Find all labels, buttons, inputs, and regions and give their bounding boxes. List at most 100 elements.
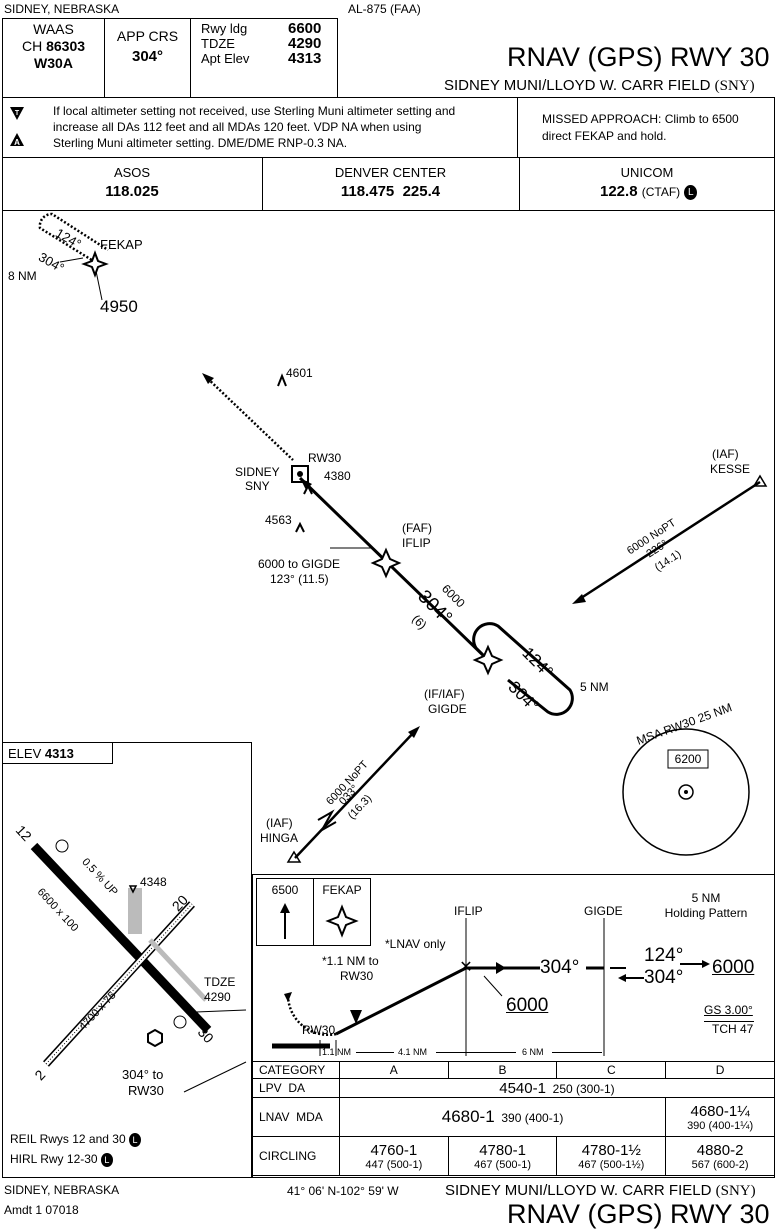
fekap-label: FEKAP bbox=[100, 237, 143, 252]
distance-1: 1.1 NM bbox=[322, 1047, 352, 1057]
glidepath bbox=[335, 966, 540, 1036]
app-crs-label: APP CRS bbox=[116, 28, 179, 44]
waypoint-icon bbox=[325, 904, 359, 938]
gigde-holding-pattern bbox=[472, 622, 574, 716]
fekap-altitude: 4950 bbox=[100, 297, 138, 316]
sidney-label: SIDNEY bbox=[235, 465, 280, 479]
lnav-label: LNAV MDA bbox=[252, 1097, 340, 1137]
if-iaf-label: (IF/IAF) bbox=[424, 687, 465, 701]
to-gigde-course: 123° (11.5) bbox=[270, 572, 329, 586]
sny-label: SNY bbox=[245, 479, 270, 493]
vdp-icon bbox=[350, 1010, 362, 1024]
waas-label: WAAS bbox=[33, 21, 74, 37]
footer-city-state: SIDNEY, NEBRASKA bbox=[4, 1183, 120, 1197]
sketch-tdze-label: TDZE bbox=[204, 975, 236, 989]
final-approach-course bbox=[298, 476, 490, 662]
asos-freq: 118.025 bbox=[105, 183, 159, 200]
lnav-minimums-d: 4680-1¼ 390 (400-1¼) bbox=[665, 1097, 775, 1137]
lnav-minimums-abc: 4680-1 390 (400-1) bbox=[338, 1097, 667, 1137]
profile-course-304-b: 304° bbox=[644, 967, 684, 988]
iflip-waypoint-icon bbox=[370, 547, 402, 579]
rwy-ldg-value: 6600 bbox=[288, 20, 322, 37]
obstacle-4563: 4563 bbox=[265, 513, 292, 527]
distance-2: 4.1 NM bbox=[398, 1047, 428, 1057]
profile-course-304: 304° bbox=[540, 957, 580, 978]
airport-name: SIDNEY MUNI/LLOYD W. CARR FIELD (SNY) bbox=[444, 77, 755, 94]
minimums-table: CATEGORY A B C D LPV DA 4540-1 250 (300-… bbox=[252, 1061, 776, 1176]
kesse-iaf-label: (IAF) bbox=[712, 447, 739, 461]
apt-elev-label: Apt Elev bbox=[201, 51, 250, 66]
lpv-label: LPV DA bbox=[252, 1078, 340, 1098]
profile-altitude-iflip: 6000 bbox=[506, 995, 549, 1016]
unicom-freq: 122.8 (CTAF) L bbox=[600, 184, 698, 200]
rwy-ldg-label: Rwy ldg bbox=[201, 21, 248, 36]
hinga-iaf-icon bbox=[286, 850, 302, 863]
profile-rw30-b: RW30 bbox=[302, 1023, 336, 1037]
takeoff-minimums-icon: T bbox=[10, 107, 24, 120]
obstacle-icon bbox=[277, 373, 287, 387]
lpv-row: LPV DA 4540-1 250 (300-1) bbox=[252, 1078, 776, 1098]
missed-approach-2: direct FEKAP and hold. bbox=[542, 129, 667, 143]
footer-title: RNAV (GPS) RWY 30 bbox=[507, 1199, 770, 1229]
apt-elev-value: 4313 bbox=[288, 50, 322, 67]
gigde-waypoint-icon bbox=[472, 644, 504, 676]
rw30-label: RW30 bbox=[308, 451, 342, 465]
kesse-iaf-icon bbox=[752, 474, 768, 487]
missed-altitude: 6500 bbox=[271, 883, 299, 897]
alternate-minimums-icon: A bbox=[10, 133, 24, 147]
fekap-hold-leg: 8 NM bbox=[8, 269, 37, 283]
msa-center-icon bbox=[678, 784, 694, 800]
header-city-state: SIDNEY, NEBRASKA bbox=[4, 2, 120, 16]
svg-text:✕: ✕ bbox=[459, 959, 472, 976]
svg-text:A: A bbox=[14, 138, 20, 147]
reil-note: REIL Rwys 12 and 30 L bbox=[10, 1133, 141, 1147]
svg-text:T: T bbox=[15, 110, 20, 117]
lpv-minimums: 4540-1 250 (300-1) bbox=[338, 1078, 776, 1098]
faf-label: (FAF) bbox=[402, 521, 432, 535]
to-rw30-label: 304° to bbox=[122, 1067, 164, 1082]
airport-beacon-icon bbox=[147, 1028, 163, 1048]
gigde-hold-leg: 5 NM bbox=[580, 680, 609, 694]
waas-box: WAAS CH 86303 W30A bbox=[2, 18, 105, 98]
profile-frame bbox=[252, 874, 775, 1178]
center-label: DENVER CENTER bbox=[334, 165, 447, 180]
profile-rw30-a: RW30 bbox=[340, 969, 374, 983]
to-rw30-label-b: RW30 bbox=[128, 1083, 164, 1098]
center-freq: 118.475 225.4 bbox=[340, 183, 441, 200]
footer-amendment: Amdt 1 07018 bbox=[4, 1203, 79, 1217]
elev-box: ELEV 4313 bbox=[2, 742, 113, 764]
missed-icon-box-1: 6500 bbox=[256, 878, 314, 946]
note-line-1: If local altimeter setting not received,… bbox=[53, 104, 456, 118]
airport-sketch-frame bbox=[2, 742, 252, 1178]
pilot-controlled-lighting-icon: L bbox=[100, 1153, 113, 1167]
obstacle-icon bbox=[295, 521, 305, 533]
runway-data-box: Rwy ldg 6600 TDZE 4290 Apt Elev 4313 bbox=[190, 18, 338, 98]
unicom-label: UNICOM bbox=[620, 165, 674, 180]
pilot-controlled-lighting-icon: L bbox=[684, 184, 698, 200]
kesse-transition bbox=[577, 480, 761, 602]
obstacle-4601: 4601 bbox=[286, 366, 313, 380]
hinga-iaf-label: (IAF) bbox=[266, 816, 293, 830]
fekap-waypoint-icon bbox=[81, 250, 109, 278]
tdze-label: TDZE bbox=[201, 36, 235, 51]
hirl-note: HIRL Rwy 12-30 L bbox=[10, 1153, 113, 1167]
chart-id: AL-875 (FAA) bbox=[348, 2, 421, 16]
circling-label: CIRCLING bbox=[252, 1136, 340, 1176]
category-header: CATEGORY bbox=[252, 1061, 340, 1079]
holding-label-2: Holding Pattern bbox=[664, 906, 748, 920]
lnav-row: LNAV MDA 4680-1 390 (400-1) 4680-1¼ 390 … bbox=[252, 1097, 775, 1137]
glide-slope: GS 3.00° bbox=[704, 1003, 753, 1017]
asos-label: ASOS bbox=[113, 165, 151, 180]
climb-arrow-icon bbox=[280, 903, 290, 939]
minimums-header-row: CATEGORY A B C D bbox=[252, 1061, 775, 1079]
missed-icon-box-2: FEKAP bbox=[313, 878, 371, 946]
note-line-2: increase all DAs 112 feet and all MDAs 1… bbox=[53, 120, 422, 134]
tdze-value: 4290 bbox=[288, 35, 322, 52]
obstacle-icon bbox=[303, 483, 313, 495]
lnav-only: *LNAV only bbox=[385, 937, 446, 951]
